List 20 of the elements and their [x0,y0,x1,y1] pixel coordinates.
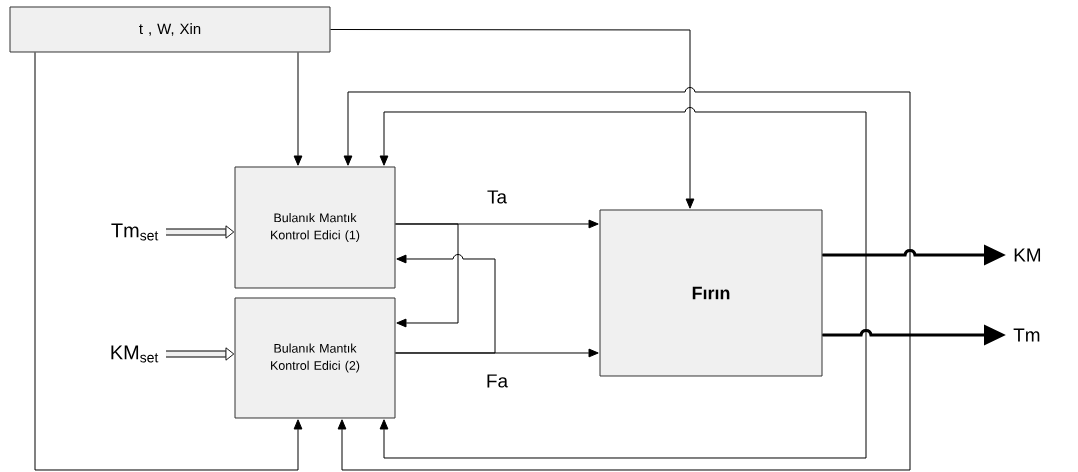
output-label: KM [1014,248,1041,262]
arrow [395,223,459,328]
arrow [34,52,303,471]
output-label: Tm [1013,328,1040,342]
arrow [395,254,496,354]
arrow [293,52,303,166]
edge-label: Fa [484,373,510,389]
edge-label: Ta [486,189,508,205]
hollow-arrow [166,347,235,361]
arrow [379,254,867,459]
input-label: KM$_{set}$ [111,345,159,363]
furnace-box: Fırın [599,209,823,377]
input-box: t , W, Xin [9,6,331,53]
input-label: Tm$_{set}$ [111,223,159,241]
arrow [330,29,695,209]
controller-box: Bulanık Mantık Kontrol Edici (2) [234,297,396,419]
arrow [379,107,867,256]
controller-box: Bulanık Mantık Kontrol Edici (1) [234,166,396,289]
arrow [343,87,911,336]
hollow-arrow [166,225,235,239]
